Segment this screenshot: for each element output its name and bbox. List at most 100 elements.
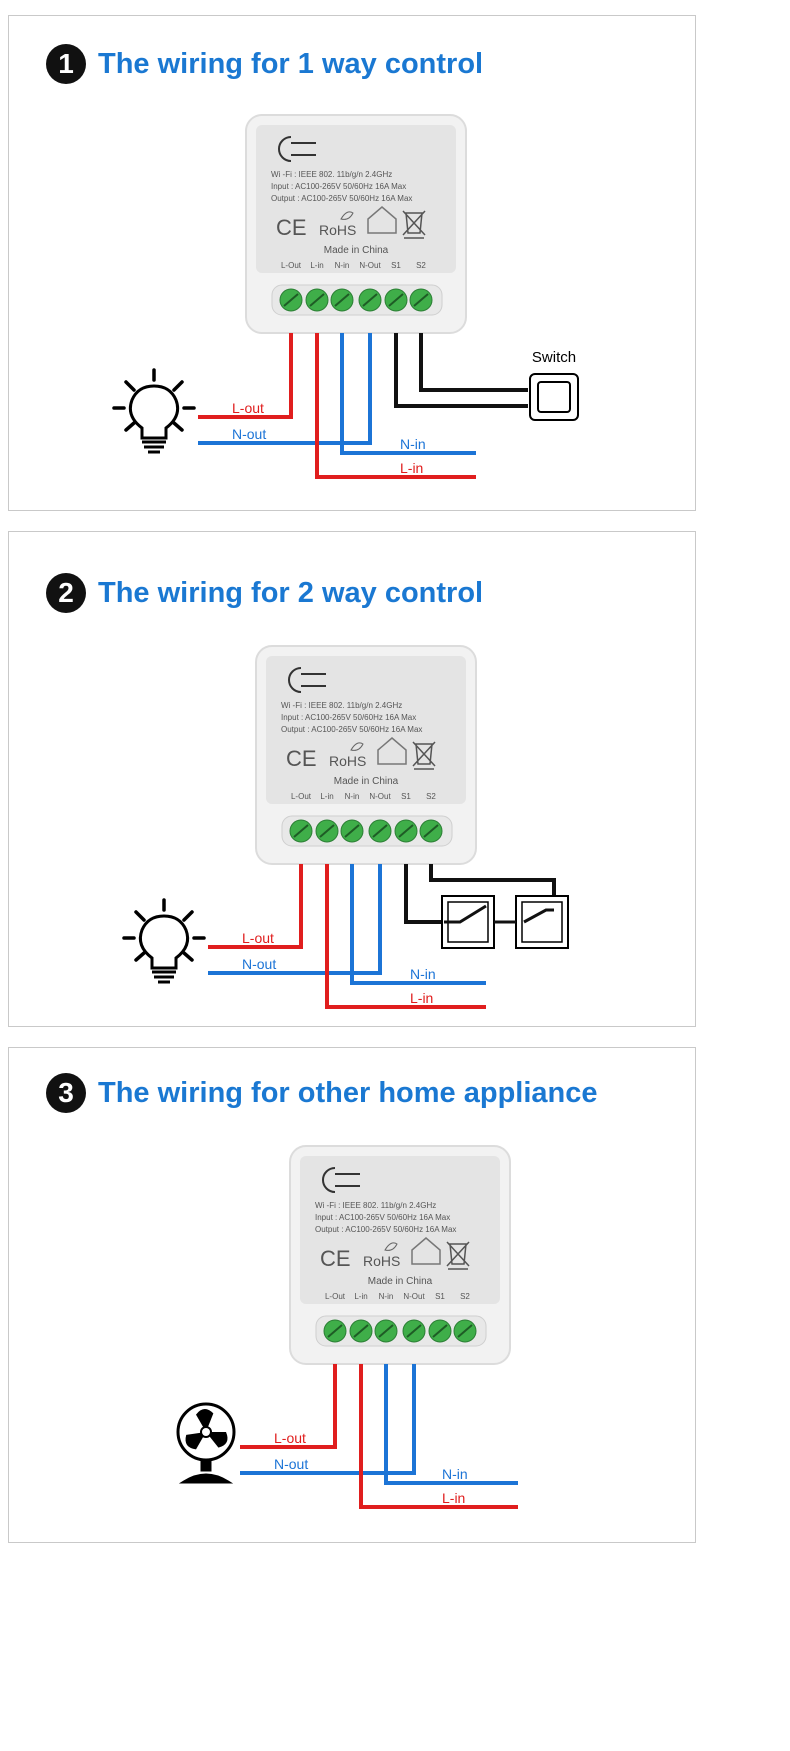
weee-bin-icon <box>402 210 426 239</box>
terminal-label: L-in <box>320 792 333 801</box>
wire-s2 <box>419 333 528 392</box>
terminal-screw-slot <box>293 824 309 838</box>
device-label-panel <box>300 1156 500 1304</box>
wire-label-n-out: N-out <box>232 426 266 442</box>
section-3-title-text: The wiring for other home appliance <box>98 1076 598 1109</box>
terminal-label: L-in <box>310 261 323 270</box>
two-way-switch-inner <box>521 901 563 943</box>
section-3-number-badge: 3 <box>46 1073 86 1113</box>
wire-n-out <box>198 333 372 445</box>
bulb-ray <box>134 910 146 922</box>
spec-wifi: Wi -Fi : IEEE 802. 11b/g/n 2.4GHz <box>281 701 402 710</box>
wire-label-l-in: L-in <box>410 990 433 1006</box>
fan-hub <box>200 1426 212 1438</box>
spec-wifi: Wi -Fi : IEEE 802. 11b/g/n 2.4GHz <box>271 170 392 179</box>
terminal-label: N-Out <box>403 1292 425 1301</box>
section-1-title: 1 The wiring for 1 way control <box>46 44 484 84</box>
wire-l-in <box>359 1364 518 1509</box>
terminal-label: S1 <box>401 792 411 801</box>
wire-n-out <box>208 864 382 975</box>
terminal-screw-slot <box>362 293 378 307</box>
terminal-label: N-in <box>379 1292 394 1301</box>
section-1-title-text: The wiring for 1 way control <box>98 47 484 80</box>
bulb-ray <box>134 951 146 962</box>
spec-output: Output : AC100-265V 50/60Hz 16A Max <box>281 725 422 734</box>
section-3-title: 3 The wiring for other home appliance <box>46 1073 598 1113</box>
terminal-screw-slot <box>432 1324 448 1338</box>
wire-l-out <box>208 864 303 949</box>
wire-l-in <box>325 864 486 1009</box>
device-label-panel <box>256 125 456 273</box>
terminal-screw-slot <box>319 824 335 838</box>
switch-label: Switch <box>532 349 576 366</box>
spec-input: Input : AC100-265V 50/60Hz 16A Max <box>271 182 406 191</box>
terminal-screw-slot <box>283 293 299 307</box>
bulb-ray <box>182 910 194 922</box>
wire-label-n-in: N-in <box>442 1466 468 1482</box>
terminal-label: S1 <box>435 1292 445 1301</box>
rohs-leaf-icon <box>340 211 354 220</box>
bulb-ray <box>172 380 184 392</box>
wall-switch-rocker <box>537 381 571 413</box>
device-logo-icon <box>322 1167 360 1193</box>
terminal-screw-slot <box>309 293 325 307</box>
spec-output: Output : AC100-265V 50/60Hz 16A Max <box>315 1225 456 1234</box>
rohs-mark: RoHS <box>329 753 366 769</box>
terminal-screw-slot <box>378 1324 394 1338</box>
two-way-switch-icon <box>515 895 569 949</box>
spec-output: Output : AC100-265V 50/60Hz 16A Max <box>271 194 412 203</box>
wire-label-l-out: L-out <box>242 930 274 946</box>
light-bulb-icon <box>112 368 196 454</box>
wire-n-out <box>240 1364 416 1475</box>
wire-label-l-in: L-in <box>442 1490 465 1506</box>
bulb-ray <box>182 951 194 962</box>
wire-label-n-out: N-out <box>242 956 276 972</box>
device-logo-icon <box>288 667 326 693</box>
spec-wifi: Wi -Fi : IEEE 802. 11b/g/n 2.4GHz <box>315 1201 436 1210</box>
weee-bin-icon <box>446 1241 470 1270</box>
bulb-ray <box>124 380 136 392</box>
terminal-screw-slot <box>388 293 404 307</box>
wire-label-n-in: N-in <box>410 966 436 982</box>
rohs-leaf-icon <box>384 1242 398 1251</box>
bulb-glass <box>128 384 180 440</box>
terminal-screw-slot <box>334 293 350 307</box>
wire-n-in <box>340 333 476 455</box>
fan-icon <box>176 1402 236 1484</box>
wire-label-l-out: L-out <box>232 400 264 416</box>
section-1-number-badge: 1 <box>46 44 86 84</box>
terminal-label: N-Out <box>359 261 381 270</box>
spec-input: Input : AC100-265V 50/60Hz 16A Max <box>281 713 416 722</box>
terminal-screw-slot <box>457 1324 473 1338</box>
ce-mark: CE <box>276 215 307 240</box>
terminal-label: S2 <box>416 261 426 270</box>
section-2-title-text: The wiring for 2 way control <box>98 576 484 609</box>
bulb-ray <box>124 421 136 432</box>
terminal-label: S1 <box>391 261 401 270</box>
terminal-label: N-in <box>345 792 360 801</box>
weee-bin-icon <box>412 741 436 770</box>
ce-mark: CE <box>320 1246 351 1271</box>
made-in-label: Made in China <box>368 1276 433 1287</box>
ce-mark: CE <box>286 746 317 771</box>
wire-s1 <box>404 864 444 924</box>
wire-l-out <box>240 1364 337 1449</box>
fan-blade <box>185 1432 206 1450</box>
rohs-mark: RoHS <box>319 222 356 238</box>
wire-label-n-out: N-out <box>274 1456 308 1472</box>
terminal-screw-slot <box>398 824 414 838</box>
terminal-screw-slot <box>327 1324 343 1338</box>
device-label-panel <box>266 656 466 804</box>
terminal-screw-slot <box>406 1324 422 1338</box>
section-2-title: 2 The wiring for 2 way control <box>46 573 484 613</box>
terminal-screw-slot <box>372 824 388 838</box>
bulb-glass <box>138 914 190 970</box>
made-in-label: Made in China <box>334 776 399 787</box>
terminal-label: S2 <box>460 1292 470 1301</box>
wire-s1 <box>394 333 528 408</box>
terminal-screw-slot <box>353 1324 369 1338</box>
